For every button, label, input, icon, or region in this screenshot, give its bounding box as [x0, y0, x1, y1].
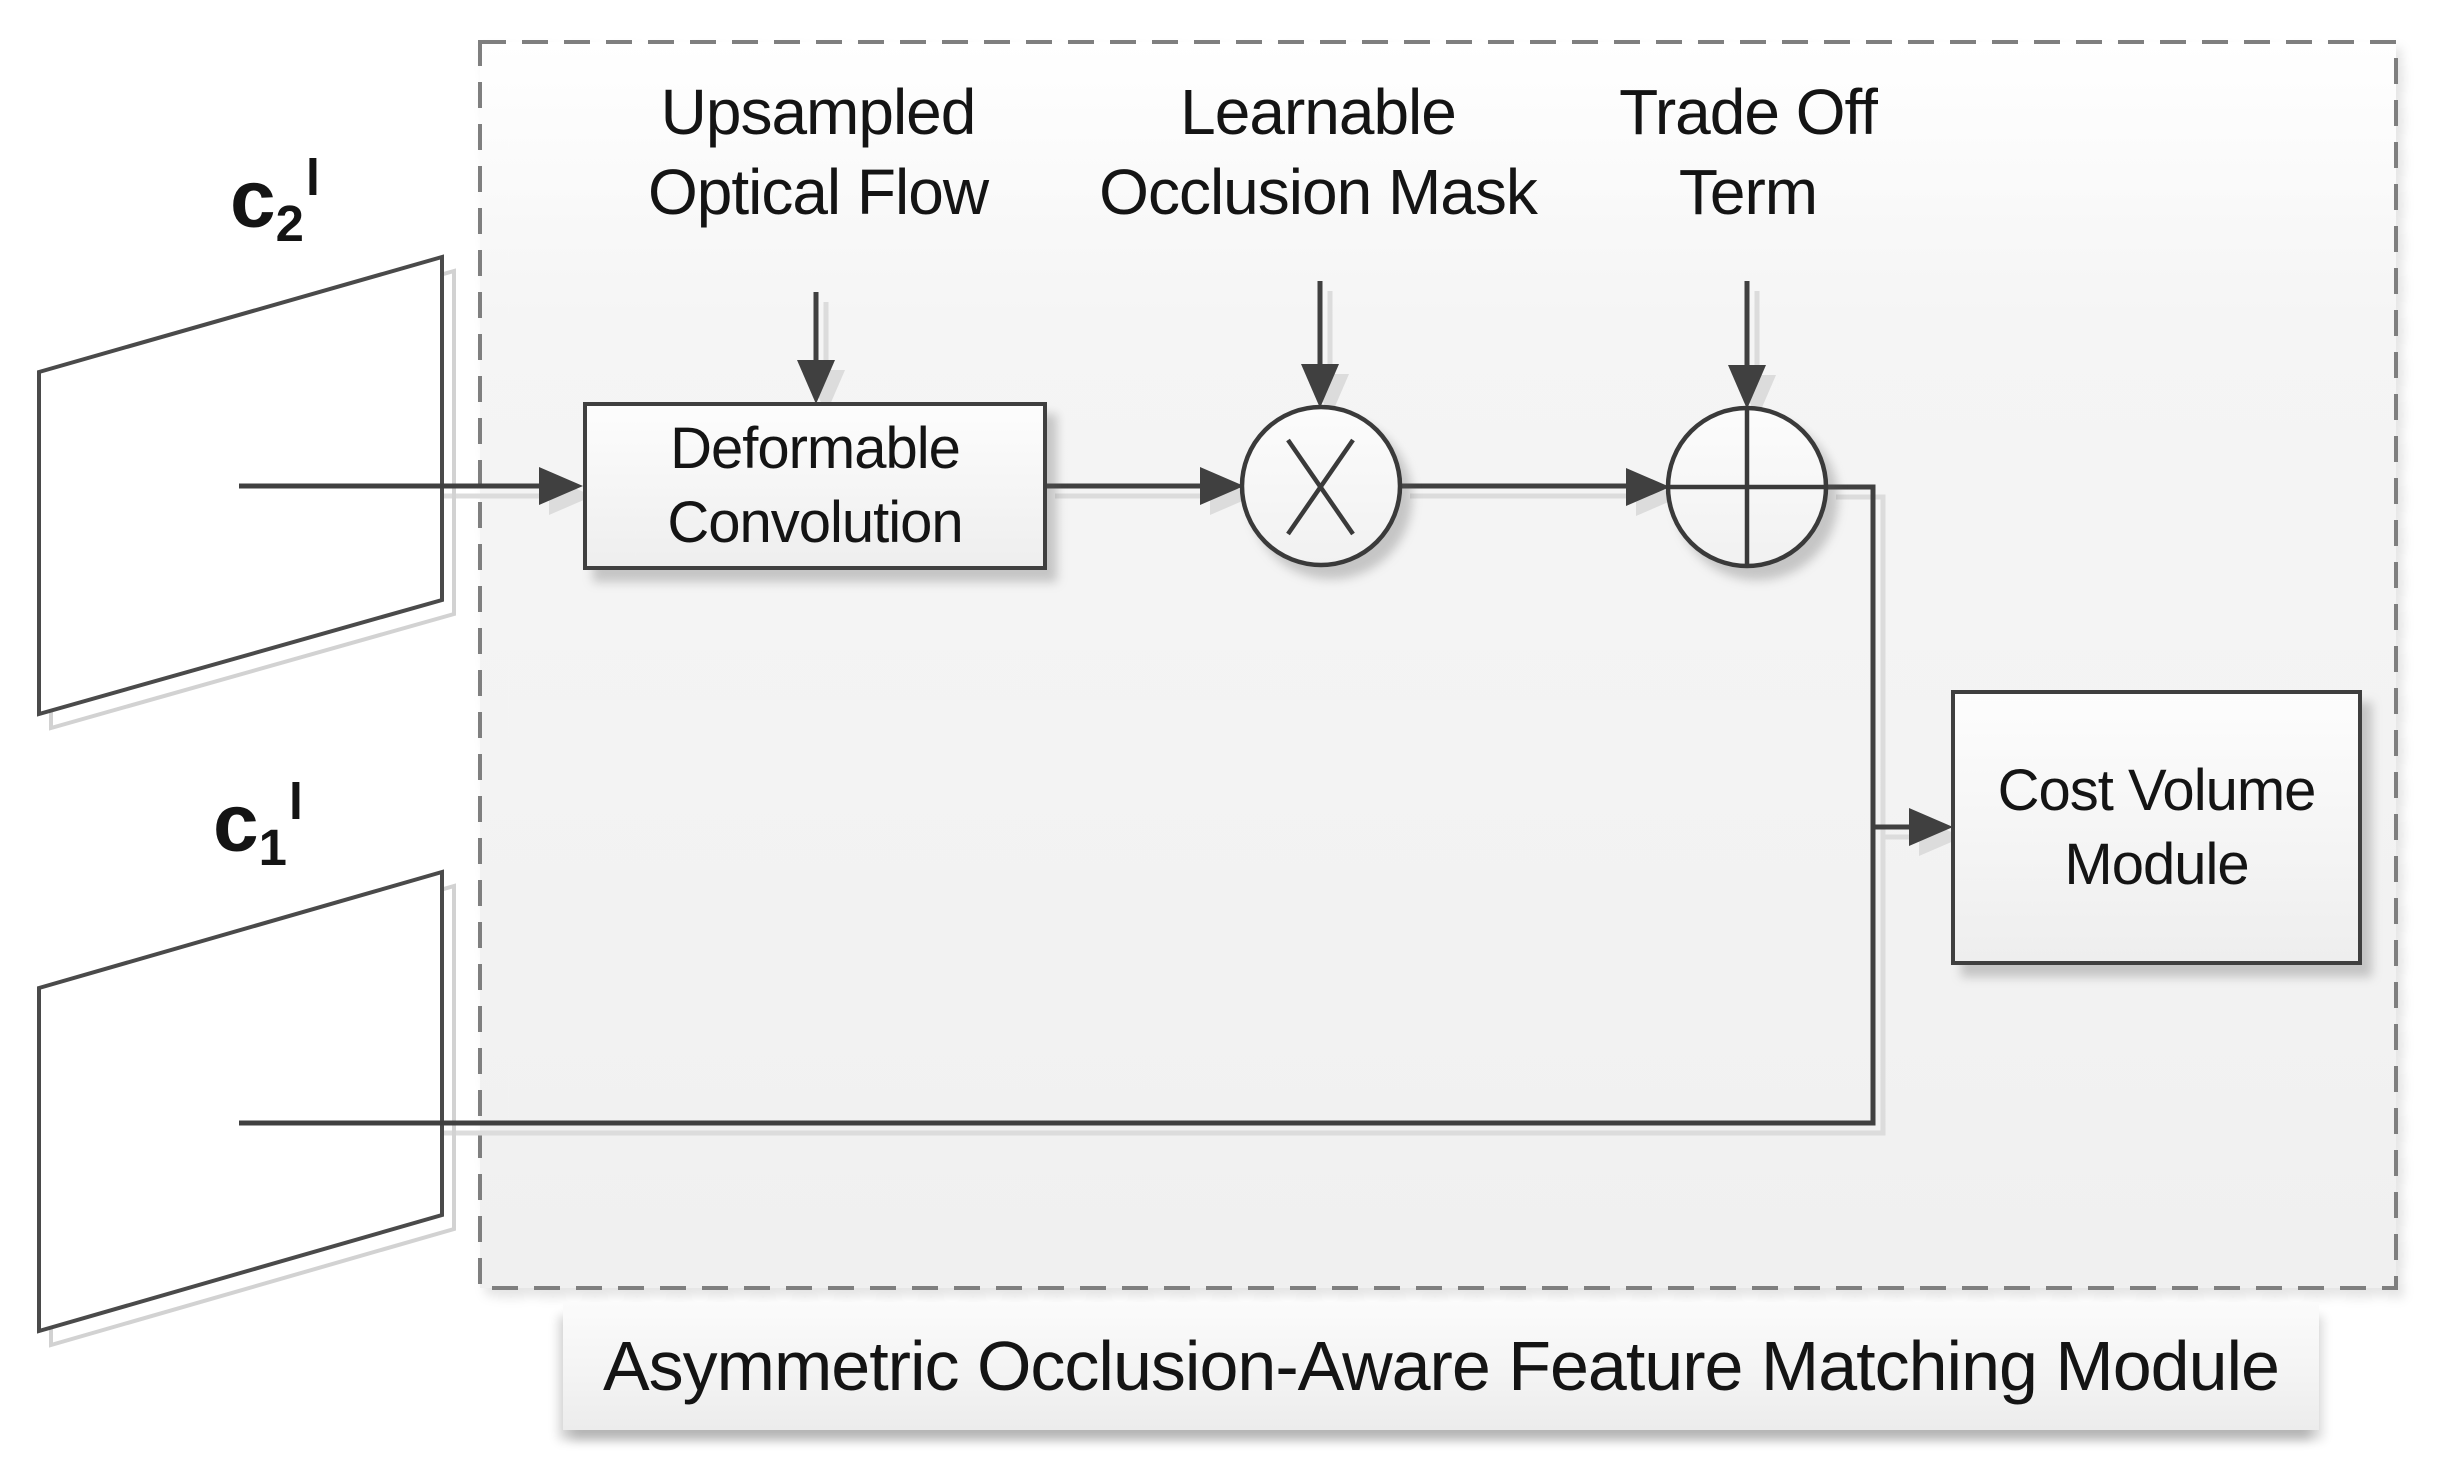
- arrowhead-into-deformable: [539, 467, 583, 505]
- arrowhead-down-deformable: [797, 360, 835, 404]
- deformable-convolution-box: [583, 402, 1047, 570]
- annotation-trade-off-term: Trade Off Term: [1619, 76, 1878, 228]
- multiply-icon: [1239, 404, 1403, 568]
- annotation-learnable-occlusion-mask: Learnable Occlusion Mask: [1099, 76, 1538, 228]
- arrowhead-into-multiply: [1200, 467, 1244, 505]
- module-caption: Asymmetric Occlusion-Aware Feature Match…: [602, 1327, 2280, 1405]
- arrowheads: [539, 360, 1953, 846]
- add-and-c1-merge-line: [239, 484, 1876, 1126]
- module-dashed-container: [478, 40, 2398, 1290]
- cost-volume-module-label: Cost Volume Module: [1997, 757, 2317, 897]
- arrowhead-into-costvolume: [1909, 808, 1953, 846]
- feature-map-c1: [37, 869, 444, 1334]
- cost-volume-module-box: [1951, 690, 2362, 965]
- feature-label-c2: c2l: [229, 149, 320, 252]
- feature-label-c1: c1l: [212, 773, 303, 876]
- add-icon: [1665, 405, 1829, 569]
- annotation-upsampled-optical-flow: Upsampled Optical Flow: [647, 76, 989, 228]
- connectors: [239, 281, 1911, 1126]
- deformable-convolution-label: Deformable Convolution: [667, 416, 963, 555]
- connector-shadows: [249, 291, 1963, 1136]
- module-caption-strip: Asymmetric Occlusion-Aware Feature Match…: [563, 1302, 2319, 1430]
- arrowhead-into-add: [1626, 468, 1670, 506]
- arrowhead-down-multiply: [1301, 364, 1339, 408]
- arrowhead-down-add: [1728, 365, 1766, 409]
